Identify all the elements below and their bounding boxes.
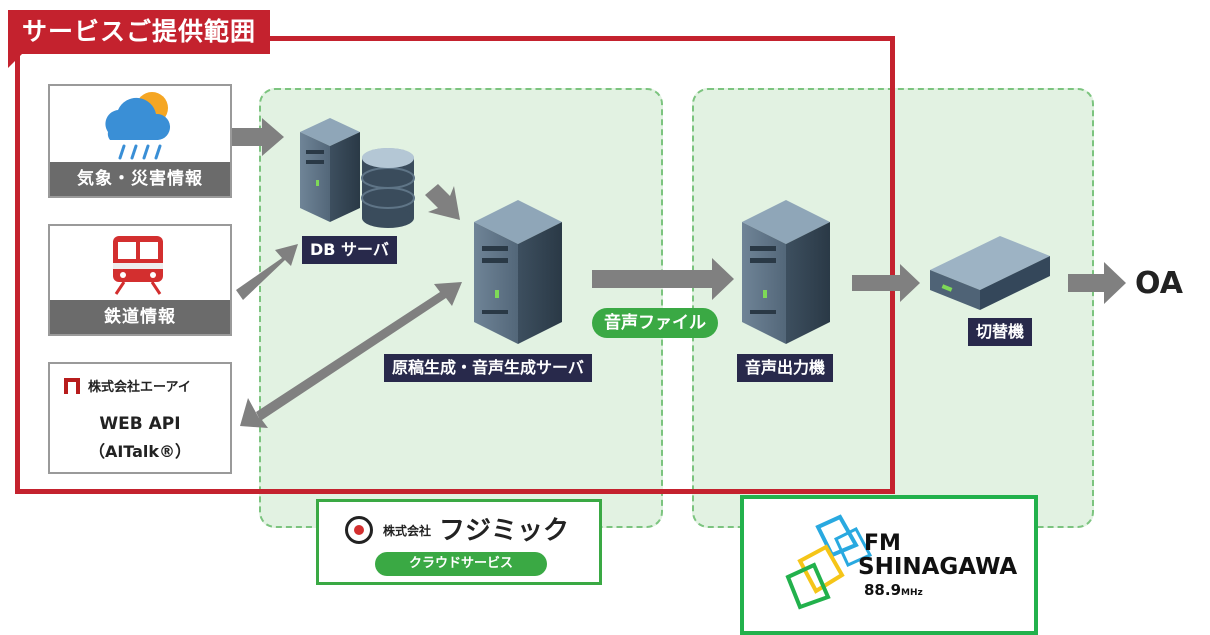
fujimic-service-pill: クラウドサービス (375, 552, 547, 576)
weather-source-label: 気象・災害情報 (50, 162, 230, 196)
output-server-label: 音声出力機 (737, 354, 834, 382)
ai-source-box: 株式会社エーアイ WEB API （AITalk®） (48, 362, 232, 474)
fm-freq-unit: MHz (901, 588, 923, 598)
ai-api-line: WEB API (99, 414, 181, 434)
oa-label: OA (1135, 266, 1183, 301)
service-scope-title: サービスご提供範囲 (8, 10, 271, 54)
fm-line1: FM (864, 531, 901, 556)
fm-logo-mark-icon (785, 514, 873, 610)
service-scope-border (15, 36, 895, 494)
fm-line2: SHINAGAWA (858, 554, 1018, 580)
fujimic-mark-icon (345, 516, 373, 544)
source-icons-overlay (105, 92, 171, 295)
generation-server-graphic (474, 200, 562, 344)
ai-logo-icon (64, 378, 80, 394)
train-source-label: 鉄道情報 (50, 300, 230, 334)
fujimic-logo-box: 株式会社 フジミック クラウドサービス (316, 499, 602, 585)
fujimic-prefix: 株式会社 (383, 524, 432, 538)
db-server-label: DB サーバ (302, 236, 397, 264)
arrow-weather-to-db (232, 118, 284, 156)
train-icon (113, 236, 163, 295)
arrow-switcher-to-oa (1068, 262, 1126, 304)
ai-company-name: 株式会社エーアイ (88, 380, 191, 395)
switcher-label: 切替機 (968, 318, 1033, 346)
fm-freq-value: 88.9 (864, 581, 902, 599)
flow-arrows (232, 118, 1126, 428)
arrow-bidirectional-api (240, 282, 462, 428)
fm-shinagawa-logo-box: FM SHINAGAWA 88.9MHz (740, 495, 1038, 635)
arrow-generation-to-output (592, 258, 734, 300)
arrow-output-to-switcher (852, 264, 920, 302)
arrow-train-to-db (236, 244, 298, 300)
scope-tab-corner (8, 54, 22, 68)
fm-frequency: 88.9MHz (864, 581, 923, 599)
db-server-graphic (300, 118, 415, 228)
fujimic-name: フジミック (439, 516, 570, 546)
arrow-db-to-generation (425, 184, 460, 220)
switcher-graphic (930, 236, 1050, 310)
generation-server-label: 原稿生成・音声生成サーバ (384, 354, 592, 382)
ai-product-line: （AITalk®） (88, 442, 192, 461)
weather-icon (105, 92, 171, 160)
audio-file-pill: 音声ファイル (592, 308, 718, 338)
output-server-graphic (742, 200, 830, 344)
